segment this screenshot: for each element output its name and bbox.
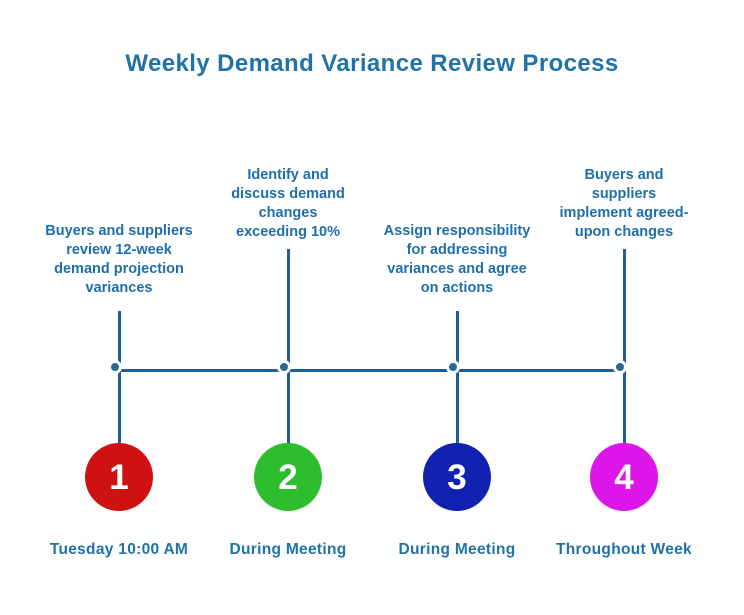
- step-description: Assign responsibility for addressing var…: [383, 223, 531, 296]
- timeline-step-4: Buyers and suppliers implement agreed- u…: [524, 0, 724, 615]
- timeline-step-1: Buyers and suppliers review 12-week dema…: [19, 0, 219, 615]
- step-time-label: During Meeting: [398, 541, 516, 558]
- step-description: Identify and discuss demand changes exce…: [231, 167, 345, 240]
- timeline-connector-line: [117, 311, 121, 444]
- timeline-connector-line: [286, 249, 290, 444]
- step-time-label: During Meeting: [229, 541, 347, 558]
- step-number-circle: 2: [254, 443, 322, 511]
- step-number: 3: [447, 457, 467, 497]
- step-time-label: Throughout Week: [556, 541, 692, 558]
- step-number-circle: 1: [85, 443, 153, 511]
- step-description: Buyers and suppliers review 12-week dema…: [45, 223, 193, 296]
- step-number: 2: [278, 457, 298, 497]
- step-number-circle: 4: [590, 443, 658, 511]
- timeline-step-3: Assign responsibility for addressing var…: [357, 0, 557, 615]
- step-time-label: Tuesday 10:00 AM: [49, 541, 189, 558]
- timeline-dot: [446, 360, 460, 374]
- timeline-step-2: Identify and discuss demand changes exce…: [188, 0, 388, 615]
- step-number: 1: [109, 457, 129, 497]
- timeline-dot: [108, 360, 122, 374]
- timeline-connector-line: [622, 249, 626, 444]
- page-title: Weekly Demand Variance Review Process: [125, 50, 619, 77]
- step-number-circle: 3: [423, 443, 491, 511]
- timeline-dot: [277, 360, 291, 374]
- timeline-dot: [613, 360, 627, 374]
- step-description: Buyers and suppliers implement agreed- u…: [559, 167, 689, 240]
- timeline-horizontal-line: [119, 369, 625, 372]
- step-number: 4: [614, 457, 634, 497]
- timeline-connector-line: [455, 311, 459, 444]
